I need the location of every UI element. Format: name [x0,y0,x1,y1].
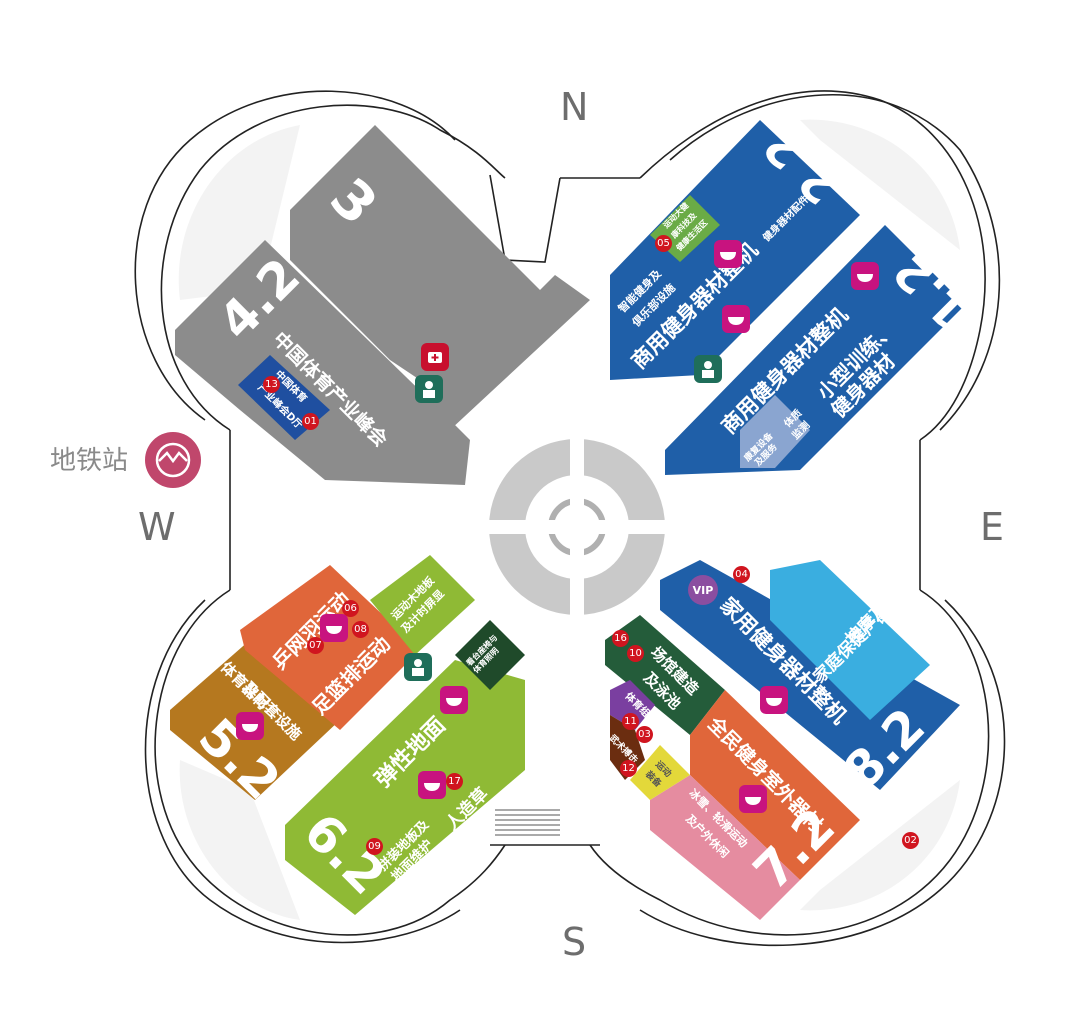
badge-01[interactable]: 01 [302,413,319,430]
zone-running-gear[interactable] [630,745,690,800]
badge-13[interactable]: 13 [263,376,280,393]
hall-4-2[interactable] [175,240,470,485]
zone-ice-outdoor[interactable] [650,775,800,920]
food-icon[interactable] [739,785,767,813]
hall-3[interactable] [290,125,590,430]
compass-east: E [980,505,1005,549]
zone-rehab[interactable] [740,395,810,468]
badge-07[interactable]: 07 [307,637,324,654]
badge-02[interactable]: 02 [902,832,919,849]
badge-05[interactable]: 05 [655,235,672,252]
badge-10[interactable]: 10 [627,645,644,662]
corridor-stripes [495,809,560,836]
compass-north: N [560,85,589,129]
central-plaza [488,438,666,616]
badge-08[interactable]: 08 [352,621,369,638]
food-icon[interactable] [760,686,788,714]
badge-16[interactable]: 16 [612,630,629,647]
badge-11[interactable]: 11 [622,713,639,730]
food-icon[interactable] [722,305,750,333]
metro-icon[interactable] [145,432,201,488]
service-desk-icon[interactable] [404,653,432,681]
zone-martial-arts[interactable] [610,715,645,780]
service-desk-icon[interactable] [415,375,443,403]
venue-outline [134,90,1006,947]
compass-south: S [562,920,587,964]
vip-lounge-icon[interactable]: VIP [688,575,718,605]
zone-pingpong-football[interactable] [240,565,420,730]
zone-massage[interactable] [770,560,930,720]
badge-12[interactable]: 12 [620,760,637,777]
food-icon[interactable] [440,686,468,714]
food-icon[interactable] [851,262,879,290]
hall-6-2[interactable] [285,660,525,915]
zone-stands-lighting[interactable] [455,620,525,690]
badge-06[interactable]: 06 [342,600,359,617]
first-aid-icon[interactable] [421,343,449,371]
zone-sports-org[interactable] [610,680,655,730]
badge-03[interactable]: 03 [636,726,653,743]
food-icon[interactable] [714,240,742,268]
food-icon[interactable] [418,771,446,799]
hall-8-2[interactable] [660,560,960,790]
service-desk-icon[interactable] [694,355,722,383]
hall-7-2[interactable] [690,690,860,880]
badge-17[interactable]: 17 [446,773,463,790]
badge-04[interactable]: 04 [733,566,750,583]
metro-label: 地铁站 [50,446,129,476]
badge-09[interactable]: 09 [366,838,383,855]
zone-sports-flooring[interactable] [370,555,475,655]
food-icon[interactable] [320,614,348,642]
metro-symbol-icon [155,442,191,478]
hall-1-2[interactable] [665,225,965,475]
food-icon[interactable] [236,712,264,740]
lobe-backgrounds [178,119,960,920]
compass-west: W [138,505,176,549]
